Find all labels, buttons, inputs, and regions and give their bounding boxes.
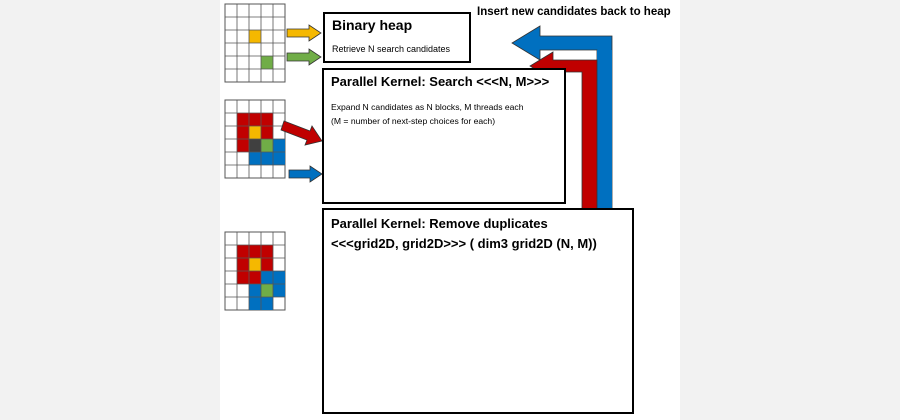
arrow-right-icon bbox=[286, 48, 322, 66]
loop-arrow-icon bbox=[529, 51, 598, 211]
grid-2-cell bbox=[249, 152, 261, 165]
grid-3-cell bbox=[273, 271, 285, 284]
search-kernel-desc-1: Expand N candidates as N blocks, M threa… bbox=[331, 102, 524, 112]
grid-3-cell bbox=[261, 245, 273, 258]
grid-2-cell bbox=[237, 139, 249, 152]
loop-arrow-icon bbox=[597, 50, 612, 210]
insert-back-label: Insert new candidates back to heap bbox=[477, 6, 671, 18]
grid-3-cell bbox=[261, 258, 273, 271]
grid-3-cell bbox=[237, 271, 249, 284]
grid-2-cell bbox=[261, 126, 273, 139]
grid-2-cell bbox=[261, 113, 273, 126]
grid-2-cell bbox=[249, 139, 261, 152]
grid-1-cell bbox=[261, 56, 273, 69]
search-kernel-box bbox=[322, 68, 566, 204]
grid-3-cell bbox=[249, 297, 261, 310]
grid-3-cell bbox=[261, 284, 273, 297]
grid-2-cell bbox=[249, 126, 261, 139]
arrow-right-icon bbox=[288, 165, 323, 183]
grid-2-cell bbox=[237, 113, 249, 126]
grid-3-cell bbox=[237, 258, 249, 271]
grid-3-cell bbox=[249, 245, 261, 258]
search-kernel-desc-2: (M = number of next-step choices for eac… bbox=[331, 116, 496, 126]
grid-3-cell bbox=[261, 271, 273, 284]
grid-2-cell bbox=[261, 152, 273, 165]
grid-2-cell bbox=[249, 113, 261, 126]
grid-3-cell bbox=[273, 284, 285, 297]
grid-2-cell bbox=[273, 152, 285, 165]
grid-2-cell bbox=[237, 126, 249, 139]
dedup-kernel-title-2: <<<grid2D, grid2D>>> ( dim3 grid2D (N, M… bbox=[331, 236, 597, 251]
dedup-kernel-title-1: Parallel Kernel: Remove duplicates bbox=[331, 216, 548, 231]
search-kernel-title: Parallel Kernel: Search <<<N, M>>> bbox=[331, 74, 550, 89]
grid-3-cell bbox=[249, 284, 261, 297]
grid-2-cell bbox=[261, 139, 273, 152]
grid-3-cell bbox=[249, 271, 261, 284]
binary-heap-box bbox=[323, 12, 471, 63]
grid-3-cell bbox=[261, 297, 273, 310]
grid-3-cell bbox=[249, 258, 261, 271]
binary-heap-subtitle: Retrieve N search candidates bbox=[332, 44, 451, 54]
grid-2-cell bbox=[273, 139, 285, 152]
arrow-right-icon bbox=[286, 24, 322, 42]
grid-3-cell bbox=[237, 245, 249, 258]
binary-heap-title: Binary heap bbox=[332, 17, 413, 33]
arrow-right-icon bbox=[280, 120, 323, 146]
dedup-kernel-box bbox=[322, 208, 634, 414]
grid-1-cell bbox=[249, 30, 261, 43]
